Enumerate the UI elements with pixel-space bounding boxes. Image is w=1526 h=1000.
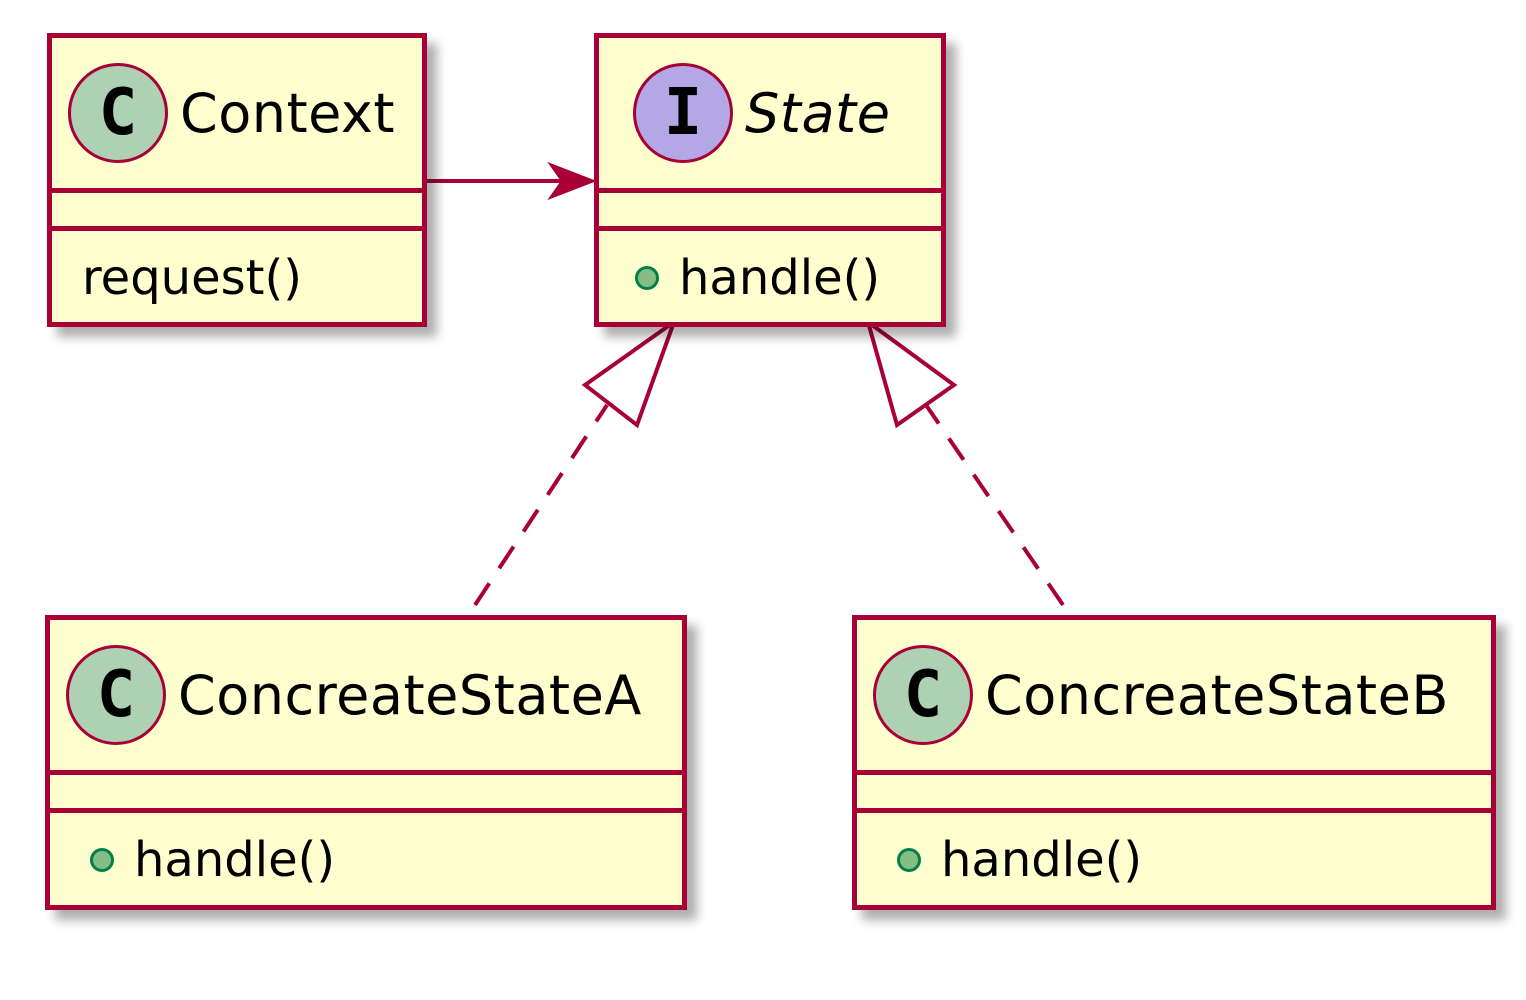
class-context[interactable]: C Context request()	[47, 33, 427, 327]
interface-stereotype-icon: I	[633, 63, 733, 163]
method-request: request()	[82, 250, 302, 306]
realization-arrowhead-b	[864, 316, 958, 429]
class-name: Context	[180, 81, 396, 145]
class-concreate-state-a[interactable]: C ConcreateStateA handle()	[45, 615, 687, 910]
class-name: ConcreateStateA	[178, 663, 642, 727]
realization-line-b	[924, 403, 1065, 607]
method-list: handle()	[857, 816, 1491, 904]
class-header: C ConcreateStateB	[857, 620, 1491, 770]
class-stereotype-icon: C	[66, 645, 166, 745]
attribute-separator	[52, 188, 422, 193]
interface-state[interactable]: I State handle()	[594, 33, 946, 327]
method-separator	[599, 226, 941, 231]
method-handle: handle()	[941, 832, 1143, 888]
class-header: C Context	[52, 38, 422, 188]
method-list: handle()	[50, 816, 682, 904]
class-name: ConcreateStateB	[985, 663, 1449, 727]
method-separator	[52, 226, 422, 231]
attribute-separator	[857, 770, 1491, 775]
attribute-separator	[50, 770, 682, 775]
realization-arrowhead-a	[581, 316, 679, 429]
method-list: request()	[52, 234, 422, 322]
method-list: handle()	[599, 234, 941, 322]
class-stereotype-icon: C	[68, 63, 168, 163]
class-header: C ConcreateStateA	[50, 620, 682, 770]
method-separator	[857, 808, 1491, 813]
method-handle: handle()	[679, 250, 881, 306]
interface-name: State	[745, 81, 891, 145]
class-concreate-state-b[interactable]: C ConcreateStateB handle()	[852, 615, 1496, 910]
class-stereotype-icon: C	[873, 645, 973, 745]
association-arrowhead	[547, 161, 597, 201]
public-visibility-icon	[897, 848, 921, 872]
method-separator	[50, 808, 682, 813]
public-visibility-icon	[635, 266, 659, 290]
attribute-separator	[599, 188, 941, 193]
public-visibility-icon	[90, 848, 114, 872]
class-header: I State	[599, 38, 941, 188]
method-handle: handle()	[134, 832, 336, 888]
realization-line-a	[473, 403, 609, 607]
